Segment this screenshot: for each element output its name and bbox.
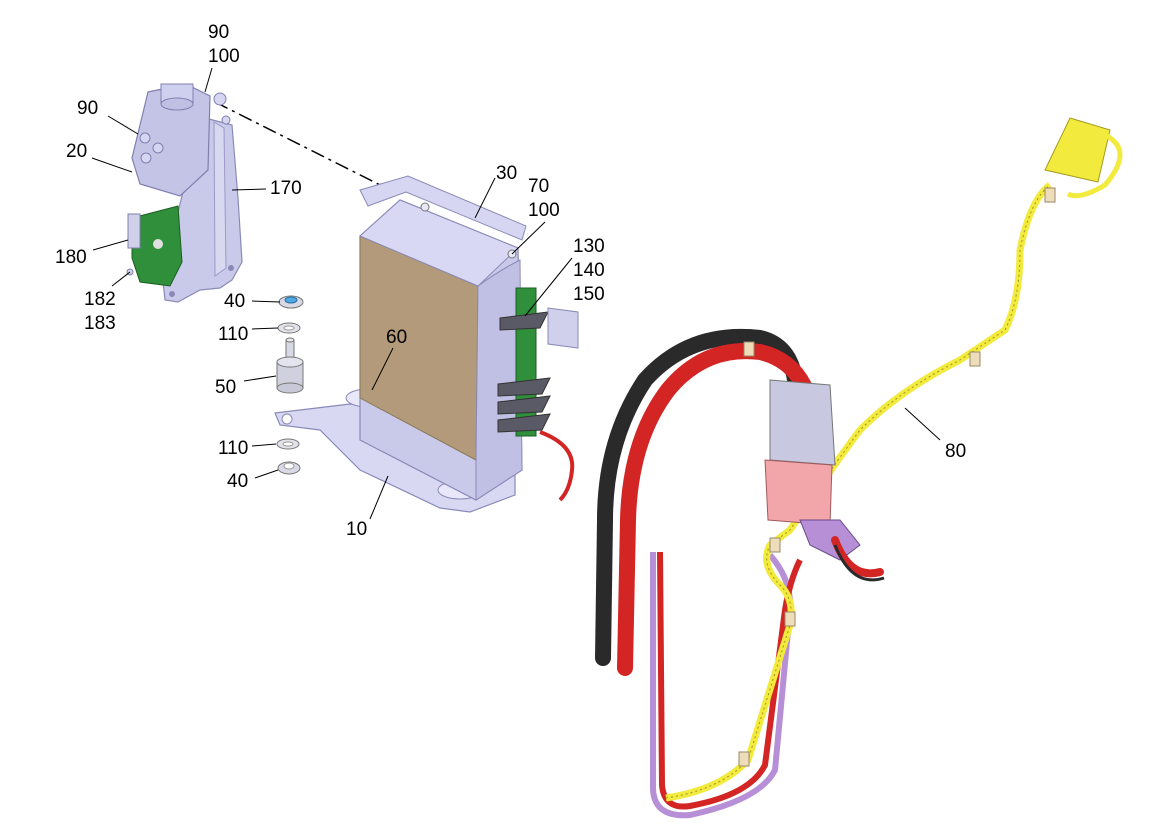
- pcb-180: [126, 205, 183, 287]
- callout-90-top: 90: [208, 22, 230, 43]
- callout-170: 170: [270, 178, 302, 199]
- callout-80: 80: [945, 441, 967, 462]
- valve-block-20: [131, 83, 231, 197]
- cable-red-loop: [657, 551, 803, 810]
- cable-yellow: [665, 182, 1053, 802]
- nut-40-lower: [277, 461, 301, 475]
- callout-90-left: 90: [77, 98, 99, 119]
- callout-50: 50: [215, 377, 237, 398]
- callout-20: 20: [66, 141, 88, 162]
- washer-110-lower: [276, 438, 300, 450]
- callout-140: 140: [573, 260, 605, 281]
- housing-30: [359, 175, 579, 502]
- callout-180: 180: [55, 247, 87, 268]
- callout-100-right: 100: [528, 200, 560, 221]
- callout-150: 150: [573, 284, 605, 305]
- cable-black: [595, 328, 803, 666]
- callout-10: 10: [346, 519, 368, 540]
- callout-40-upper: 40: [224, 291, 246, 312]
- connector-plug: [769, 379, 836, 466]
- callout-100-top: 100: [208, 46, 240, 67]
- leader-lines: [91, 67, 941, 520]
- callout-40-lower: 40: [227, 471, 249, 492]
- callout-110-upper: 110: [218, 324, 249, 345]
- callout-30: 30: [496, 163, 518, 184]
- callout-70: 70: [528, 176, 550, 197]
- washer-110-upper: [277, 322, 301, 334]
- spacer-50: [276, 337, 304, 394]
- assembly-dash-line: [214, 101, 401, 196]
- callout-110-lower: 110: [218, 438, 249, 459]
- callout-130: 130: [573, 236, 605, 257]
- callout-182: 182: [84, 289, 116, 310]
- sensor-head: [1044, 117, 1111, 183]
- callout-183: 183: [84, 313, 116, 334]
- cable-red: [617, 343, 816, 676]
- nut-40-upper: [278, 295, 304, 309]
- callout-60: 60: [386, 327, 408, 348]
- cable-harness-80: [595, 117, 1123, 819]
